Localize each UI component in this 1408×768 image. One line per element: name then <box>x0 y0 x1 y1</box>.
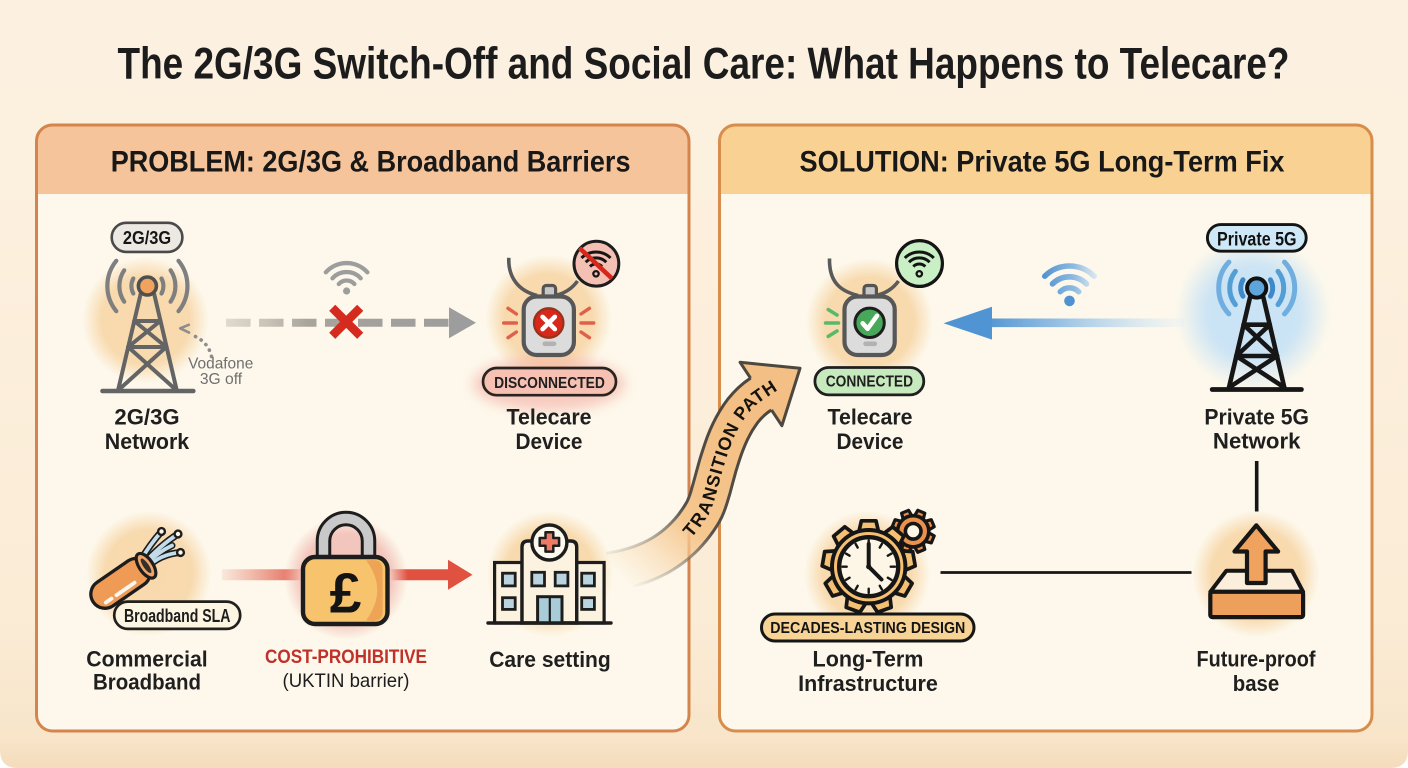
svg-text:Device: Device <box>516 429 583 454</box>
svg-text:Network: Network <box>105 429 190 454</box>
svg-text:DECADES-LASTING DESIGN: DECADES-LASTING DESIGN <box>770 620 965 637</box>
svg-text:PROBLEM: 2G/3G & Broadband Bar: PROBLEM: 2G/3G & Broadband Barriers <box>111 146 631 179</box>
svg-text:3G off: 3G off <box>200 371 243 388</box>
svg-text:Commercial: Commercial <box>86 646 207 671</box>
svg-text:Care setting: Care setting <box>489 647 611 672</box>
svg-text:Future-proof: Future-proof <box>1197 647 1317 672</box>
svg-text:Infrastructure: Infrastructure <box>798 671 938 696</box>
svg-text:Network: Network <box>1213 429 1301 454</box>
svg-text:(UKTIN barrier): (UKTIN barrier) <box>283 670 410 692</box>
svg-text:2G/3G: 2G/3G <box>123 228 171 248</box>
svg-text:The 2G/3G Switch-Off and Socia: The 2G/3G Switch-Off and Social Care: Wh… <box>118 40 1290 89</box>
svg-text:Broadband SLA: Broadband SLA <box>124 606 231 626</box>
svg-text:£: £ <box>330 562 362 626</box>
svg-text:DISCONNECTED: DISCONNECTED <box>494 375 605 392</box>
svg-text:Long-Term: Long-Term <box>813 647 924 672</box>
svg-text:SOLUTION: Private 5G Long-Term: SOLUTION: Private 5G Long-Term Fix <box>800 146 1285 179</box>
svg-text:Telecare: Telecare <box>507 405 592 430</box>
svg-text:Telecare: Telecare <box>828 405 913 430</box>
svg-text:Broadband: Broadband <box>93 670 201 695</box>
svg-text:base: base <box>1233 671 1280 696</box>
svg-text:Private 5G: Private 5G <box>1204 404 1309 429</box>
svg-text:Private 5G: Private 5G <box>1217 229 1297 250</box>
svg-text:Device: Device <box>837 429 904 454</box>
svg-text:Vodafone: Vodafone <box>188 356 253 373</box>
svg-text:2G/3G: 2G/3G <box>114 405 179 430</box>
svg-text:CONNECTED: CONNECTED <box>826 374 913 391</box>
svg-text:COST-PROHIBITIVE: COST-PROHIBITIVE <box>265 646 427 668</box>
